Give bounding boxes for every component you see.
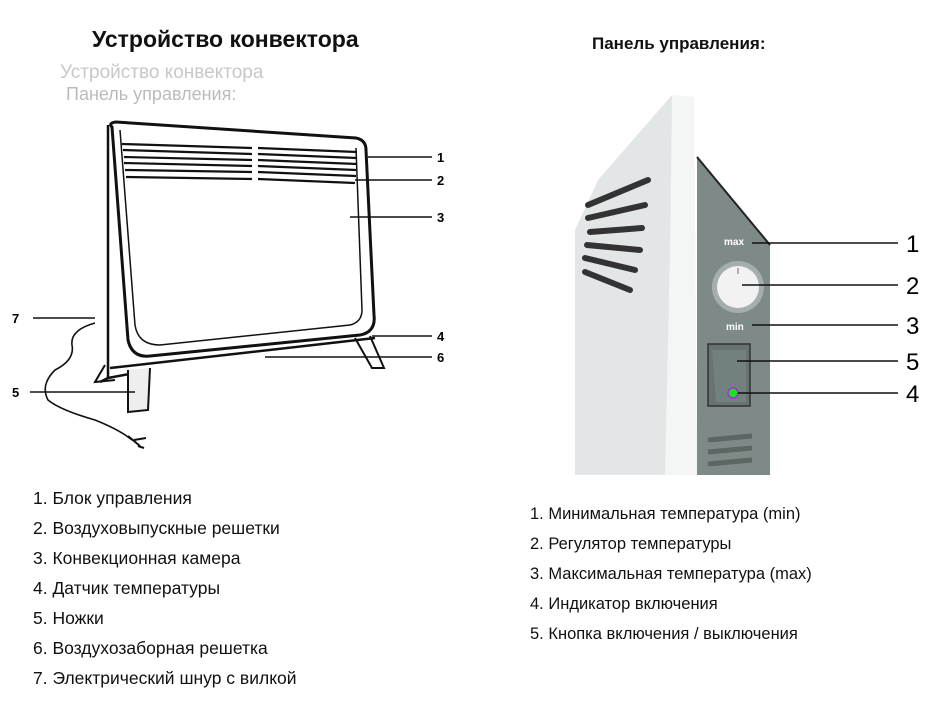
- convector-bottom: [109, 336, 376, 370]
- list-item: 1. Блок управления: [33, 488, 192, 508]
- list-item: 2. Регулятор температуры: [530, 535, 732, 553]
- control-panel-photo: max min: [575, 95, 771, 475]
- leg-left: [127, 367, 151, 414]
- callout-7: 7: [12, 311, 19, 326]
- convector-inner-panel: [119, 129, 363, 346]
- panel-callout-lines: [737, 242, 898, 394]
- power-indicator: [727, 387, 739, 399]
- plug-icon: [127, 435, 147, 449]
- panel-callout-5: 5: [906, 349, 919, 376]
- panel-callout-1: 1: [906, 231, 919, 258]
- list-item: 5. Ножки: [33, 608, 104, 628]
- power-cord: [44, 322, 133, 441]
- list-item: 4. Индикатор включения: [530, 595, 718, 613]
- callout-3: 3: [437, 210, 444, 225]
- callout-2: 2: [437, 173, 444, 188]
- control-panel-parts-list: 1. Минимальная температура (min) 2. Регу…: [530, 499, 812, 649]
- convector-structure-title: Устройство конвектора: [92, 26, 359, 52]
- max-label: max: [724, 237, 744, 248]
- panel-callout-2: 2: [906, 273, 919, 300]
- control-panel-title: Панель управления:: [592, 34, 766, 53]
- list-item: 6. Воздухозаборная решетка: [33, 638, 268, 658]
- callout-5: 5: [12, 385, 19, 400]
- min-label: min: [726, 322, 744, 333]
- convector-parts-list: 1. Блок управления 2. Воздуховыпускные р…: [33, 483, 297, 693]
- control-strip: [697, 157, 770, 475]
- list-item: 2. Воздуховыпускные решетки: [33, 518, 280, 538]
- side-vents: [582, 177, 651, 293]
- ghost-title: Устройство конвектора: [60, 62, 264, 83]
- callout-6: 6: [437, 350, 444, 365]
- ghost-subtitle: Панель управления:: [66, 84, 237, 104]
- leg-front: [93, 364, 116, 384]
- heater-front: [575, 95, 697, 475]
- convector-drawing: [44, 120, 386, 449]
- heater-front-edge: [665, 95, 697, 475]
- leg-right: [354, 335, 386, 369]
- list-item: 3. Максимальная температура (max): [530, 565, 812, 583]
- callout-4: 4: [437, 329, 445, 344]
- list-item: 3. Конвекционная камера: [33, 548, 241, 568]
- convector-callout-lines: [30, 156, 432, 393]
- list-item: 7. Электрический шнур с вилкой: [33, 668, 297, 688]
- list-item: 5. Кнопка включения / выключения: [530, 625, 798, 643]
- bottom-vents: [707, 433, 753, 467]
- air-outlet-grille: [121, 142, 358, 185]
- temperature-knob[interactable]: [717, 266, 759, 308]
- list-item: 1. Минимальная температура (min): [530, 505, 801, 523]
- panel-callout-4: 4: [906, 381, 919, 408]
- panel-callout-3: 3: [906, 313, 919, 340]
- list-item: 4. Датчик температуры: [33, 578, 221, 598]
- callout-1: 1: [437, 150, 444, 165]
- convector-body: [109, 120, 376, 358]
